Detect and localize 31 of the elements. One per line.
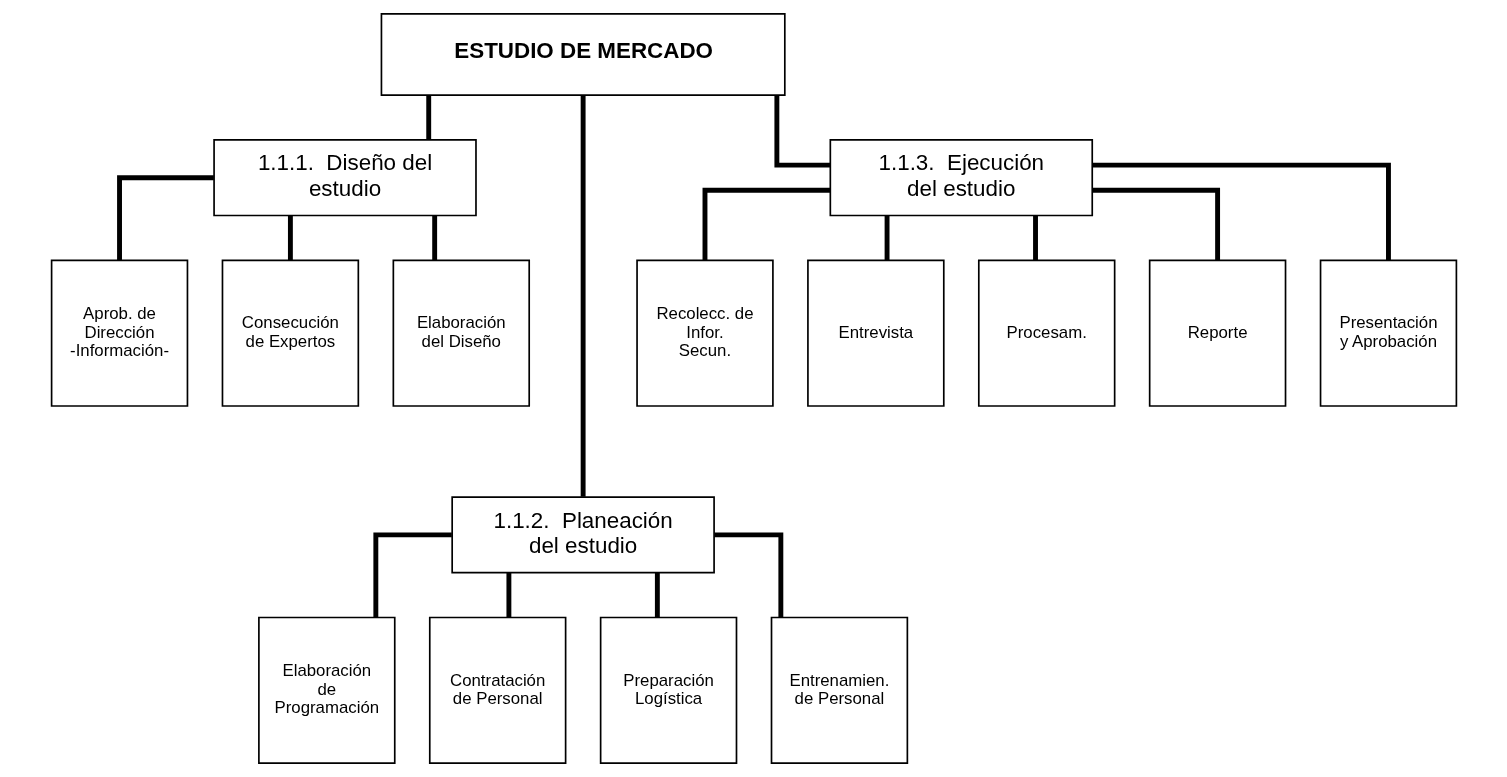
node-box: Reporte [1148, 259, 1286, 407]
connector [116, 175, 214, 260]
node-box: Aprob. de Dirección -Información- [50, 259, 188, 407]
node-box: Consecución de Expertos [221, 259, 359, 407]
node-box: Preparación Logística [599, 616, 737, 764]
node-box: Elaboración del Diseño [392, 259, 530, 407]
node-box: Entrevista [806, 259, 945, 407]
node-box: Recolecc. de Infor. Secun. [635, 259, 774, 407]
connector [505, 572, 511, 618]
node-box: Elaboración de Programación [257, 616, 396, 764]
node-box: 1.1.1. Diseño del estudio [212, 139, 477, 217]
connector [580, 95, 586, 497]
node-box: Presentación y Aprobación [1319, 259, 1457, 407]
node-box: ESTUDIO DE MERCADO [380, 13, 786, 96]
connector [654, 572, 660, 618]
connector [773, 95, 830, 168]
node-box: 1.1.3. Ejecución del estudio [829, 139, 1093, 217]
connector [1091, 187, 1220, 261]
connector [1091, 162, 1391, 260]
node-box: Procesam. [977, 259, 1115, 407]
connector [287, 215, 293, 261]
node-box: Contratación de Personal [428, 616, 566, 764]
node-box: 1.1.2. Planeación del estudio [450, 496, 715, 574]
connector [884, 215, 889, 261]
connector [713, 532, 783, 618]
node-box: Entrenamien. de Personal [770, 616, 908, 764]
connector [431, 215, 437, 261]
connector [372, 532, 452, 618]
connector [1032, 215, 1038, 261]
connector [425, 95, 431, 140]
connector [702, 187, 830, 261]
